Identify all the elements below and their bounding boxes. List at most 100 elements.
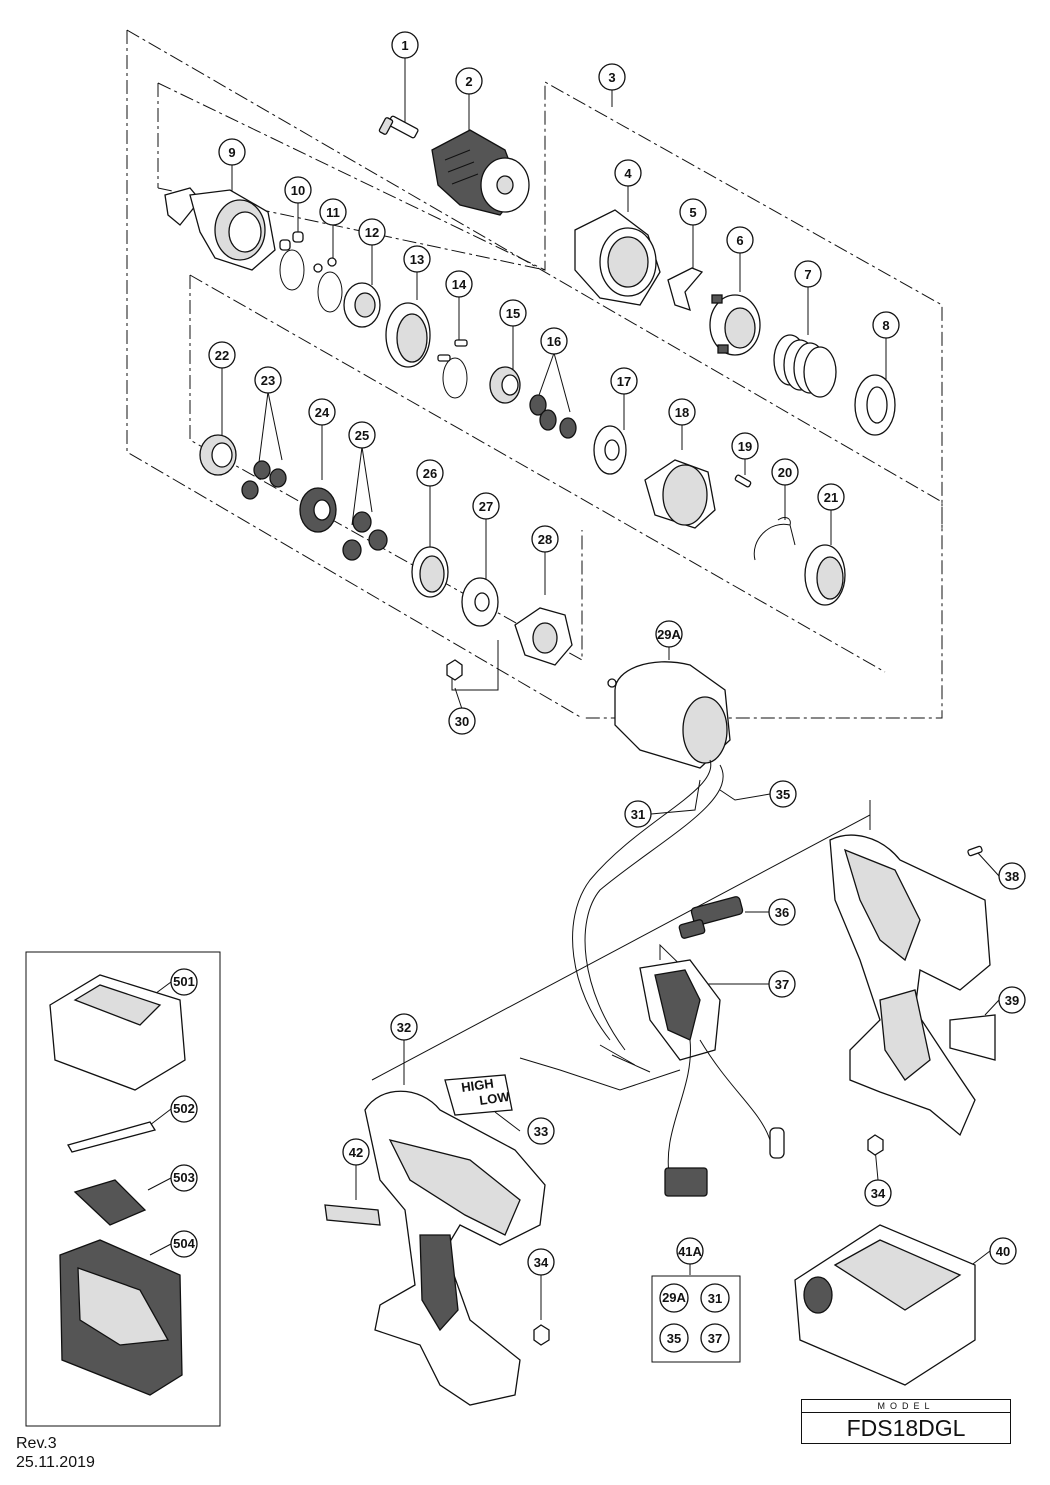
callout-13: 13	[403, 245, 431, 273]
svg-text:501: 501	[173, 974, 195, 989]
part-16-planet-gears	[529, 394, 577, 439]
callout-11: 11	[319, 198, 347, 226]
model-box: MODEL FDS18DGL	[801, 1399, 1011, 1444]
callout-41A: 41A	[676, 1237, 704, 1265]
part-37-switch	[519, 959, 785, 1197]
svg-text:35: 35	[667, 1331, 681, 1346]
callout-8: 8	[872, 311, 900, 339]
kit-item-37: 37	[700, 1323, 730, 1353]
part-housing-right-half	[829, 834, 991, 1137]
svg-text:41A: 41A	[678, 1244, 702, 1259]
part-22-carrier	[199, 434, 237, 476]
part-31-35-lead-wires	[572, 759, 724, 1073]
part-39-label	[949, 1014, 996, 1061]
callout-12: 12	[358, 218, 386, 246]
callout-6: 6	[726, 226, 754, 254]
low-label: LOW	[478, 1089, 511, 1108]
kit-item-31: 31	[700, 1283, 730, 1313]
callout-15: 15	[499, 299, 527, 327]
svg-text:30: 30	[455, 714, 469, 729]
callout-23: 23	[254, 366, 282, 394]
callout-40: 40	[989, 1237, 1017, 1265]
callout-20: 20	[771, 458, 799, 486]
svg-text:13: 13	[410, 252, 424, 267]
svg-text:16: 16	[547, 334, 561, 349]
callout-1: 1	[391, 31, 419, 59]
callout-circles: 1 2 3 4 5 6 7 8 9 10 11 12 13 14 15 16 1…	[170, 31, 1026, 1353]
callout-38: 38	[998, 862, 1026, 890]
callout-33: 33	[527, 1117, 555, 1145]
part-20-wire-spring	[753, 517, 796, 561]
svg-text:15: 15	[506, 306, 520, 321]
svg-text:31: 31	[708, 1291, 722, 1306]
svg-text:2: 2	[465, 74, 472, 89]
svg-text:9: 9	[228, 145, 235, 160]
svg-text:23: 23	[261, 373, 275, 388]
callout-2: 2	[455, 67, 483, 95]
svg-text:6: 6	[736, 233, 743, 248]
callout-42: 42	[342, 1138, 370, 1166]
svg-text:29A: 29A	[662, 1290, 686, 1305]
callout-504: 504	[170, 1230, 198, 1258]
part-15-carrier	[489, 366, 521, 404]
part-4-clutch-dial	[574, 209, 661, 306]
svg-text:22: 22	[215, 348, 229, 363]
svg-text:24: 24	[315, 405, 330, 420]
part-503-bit-holder	[73, 1179, 147, 1226]
part-26-internal-gear	[411, 546, 449, 598]
svg-text:18: 18	[675, 405, 689, 420]
part-17-washer	[593, 425, 627, 475]
part-23-planet-gears	[241, 460, 287, 500]
callout-26: 26	[416, 459, 444, 487]
svg-text:21: 21	[824, 490, 838, 505]
part-34-nut-lower	[533, 1324, 550, 1346]
svg-text:503: 503	[173, 1170, 195, 1185]
part-10-pins	[279, 231, 305, 291]
callout-503: 503	[170, 1164, 198, 1192]
leader-lines	[139, 57, 1000, 1320]
svg-text:7: 7	[804, 267, 811, 282]
callout-22: 22	[208, 341, 236, 369]
callout-30: 30	[448, 707, 476, 735]
svg-text:36: 36	[775, 905, 789, 920]
part-25-planet-gears	[342, 511, 388, 561]
callout-9: 9	[218, 138, 246, 166]
callout-37: 37	[768, 970, 796, 998]
svg-text:12: 12	[365, 225, 379, 240]
callout-28: 28	[531, 525, 559, 553]
part-40-battery	[794, 1224, 976, 1386]
part-38-screw	[967, 845, 983, 857]
part-1-screw	[378, 115, 419, 139]
revision-number: Rev.3	[16, 1435, 57, 1452]
svg-text:37: 37	[708, 1331, 722, 1346]
part-28-motor-plate	[514, 607, 573, 666]
svg-text:20: 20	[778, 465, 792, 480]
callout-34-upper: 34	[864, 1179, 892, 1207]
svg-text:10: 10	[291, 183, 305, 198]
callout-19: 19	[731, 432, 759, 460]
part-30-nut	[446, 659, 463, 681]
svg-text:28: 28	[538, 532, 552, 547]
svg-text:3: 3	[608, 70, 615, 85]
svg-text:19: 19	[738, 439, 752, 454]
callout-39: 39	[998, 986, 1026, 1014]
svg-text:26: 26	[423, 466, 437, 481]
callout-31: 31	[624, 800, 652, 828]
accessories-box	[25, 951, 221, 1427]
revision-info: Rev.3 25.11.2019	[16, 1434, 95, 1472]
part-42-label	[324, 1204, 381, 1226]
callout-32: 32	[390, 1013, 418, 1041]
callout-14: 14	[445, 270, 473, 298]
part-7-clutch-spring	[773, 334, 837, 398]
part-18-gear-case	[644, 459, 716, 529]
part-32-housing-left-half	[364, 1090, 546, 1406]
part-6-clutch-ring	[709, 294, 761, 356]
svg-text:25: 25	[355, 428, 369, 443]
part-27-washer	[461, 577, 499, 627]
callout-27: 27	[472, 492, 500, 520]
part-34-nut-upper	[867, 1134, 884, 1156]
callout-35: 35	[769, 780, 797, 808]
svg-text:5: 5	[689, 205, 696, 220]
svg-text:38: 38	[1005, 869, 1019, 884]
callout-502: 502	[170, 1095, 198, 1123]
